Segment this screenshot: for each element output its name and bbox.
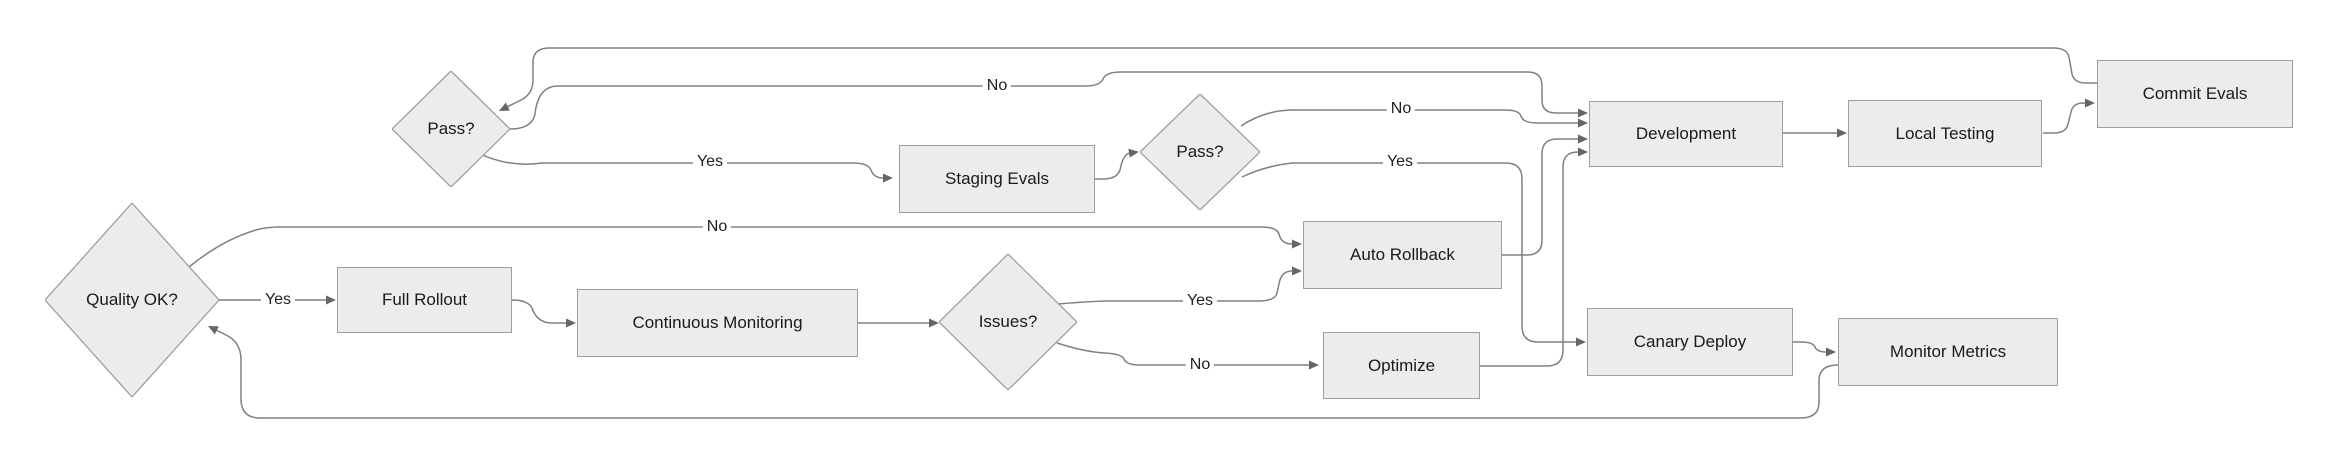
node-continuous-monitoring-label: Continuous Monitoring bbox=[632, 313, 803, 332]
edge-label-issues-no: No bbox=[1185, 356, 1215, 374]
edge-pass-no-development bbox=[509, 71, 1588, 130]
node-auto-rollback-label: Auto Rollback bbox=[1350, 245, 1455, 264]
node-monitor-metrics-label: Monitor Metrics bbox=[1889, 342, 2007, 361]
edge-pass-yes-staging-evals bbox=[475, 151, 893, 183]
edge-quality-ok-no-auto-rollback bbox=[188, 226, 1302, 268]
node-commit-evals-label: Commit Evals bbox=[2142, 84, 2248, 103]
node-local-testing-label: Local Testing bbox=[1895, 123, 1995, 143]
node-canary-deploy: Canary Deploy bbox=[1587, 308, 1793, 376]
edge-label-pass-yes: Yes bbox=[692, 153, 728, 171]
node-development-label: Development bbox=[1635, 124, 1737, 143]
node-development: Development bbox=[1589, 101, 1783, 167]
node-pass-staging-label: Pass? bbox=[1176, 142, 1224, 161]
edge-local-testing-commit-evals bbox=[2043, 98, 2095, 134]
edge-canary-deploy-monitor-metrics bbox=[1793, 341, 1836, 357]
node-staging-evals: Staging Evals bbox=[899, 145, 1095, 213]
node-issues-label: Issues? bbox=[978, 312, 1038, 331]
edge-pass2-no-development bbox=[1240, 109, 1588, 128]
edge-label-pass2-no: No bbox=[1386, 100, 1416, 118]
diamond-shape-icon bbox=[45, 203, 219, 397]
edge-label-pass-no: No bbox=[982, 77, 1012, 95]
edge-optimize-development bbox=[1480, 147, 1588, 367]
node-optimize: Optimize bbox=[1323, 332, 1480, 399]
node-pass-commit: Pass? bbox=[392, 71, 510, 187]
diamond-shape-icon bbox=[939, 254, 1077, 390]
edge-full-rollout-continuous-monitoring bbox=[511, 299, 576, 328]
diamond-shape-icon bbox=[1140, 94, 1260, 210]
edge-label-issues-yes: Yes bbox=[1182, 292, 1218, 310]
node-staging-evals-label: Staging Evals bbox=[945, 169, 1049, 188]
node-full-rollout-label: Full Rollout bbox=[381, 290, 468, 309]
diamond-shape-icon bbox=[392, 71, 510, 187]
node-continuous-monitoring: Continuous Monitoring bbox=[577, 289, 858, 357]
node-quality-ok-label: Quality OK? bbox=[86, 290, 178, 309]
edge-issues-yes-auto-rollback bbox=[1057, 266, 1302, 305]
node-full-rollout: Full Rollout bbox=[337, 267, 512, 333]
node-auto-rollback: Auto Rollback bbox=[1303, 221, 1502, 289]
edge-monitor-metrics-quality-ok bbox=[207, 325, 1839, 419]
node-issues: Issues? bbox=[939, 254, 1077, 390]
node-canary-deploy-label: Canary Deploy bbox=[1633, 332, 1747, 351]
node-pass-commit-label: Pass? bbox=[427, 119, 475, 138]
edge-issues-no-optimize bbox=[1056, 342, 1319, 370]
node-quality-ok: Quality OK? bbox=[45, 203, 219, 397]
edge-auto-rollback-development bbox=[1502, 134, 1588, 256]
edge-commit-evals-pass bbox=[498, 47, 2097, 112]
node-pass-staging: Pass? bbox=[1140, 94, 1260, 210]
edge-label-pass2-yes: Yes bbox=[1382, 153, 1418, 171]
edge-label-quality-no: No bbox=[702, 218, 732, 236]
node-local-testing: Local Testing bbox=[1848, 100, 2042, 167]
edge-label-quality-yes: Yes bbox=[260, 291, 296, 309]
node-commit-evals: Commit Evals bbox=[2097, 60, 2293, 128]
node-optimize-label: Optimize bbox=[1367, 355, 1436, 375]
edge-pass2-yes-canary-deploy bbox=[1241, 162, 1586, 347]
node-monitor-metrics: Monitor Metrics bbox=[1838, 318, 2058, 386]
edge-staging-evals-pass2 bbox=[1095, 148, 1139, 180]
